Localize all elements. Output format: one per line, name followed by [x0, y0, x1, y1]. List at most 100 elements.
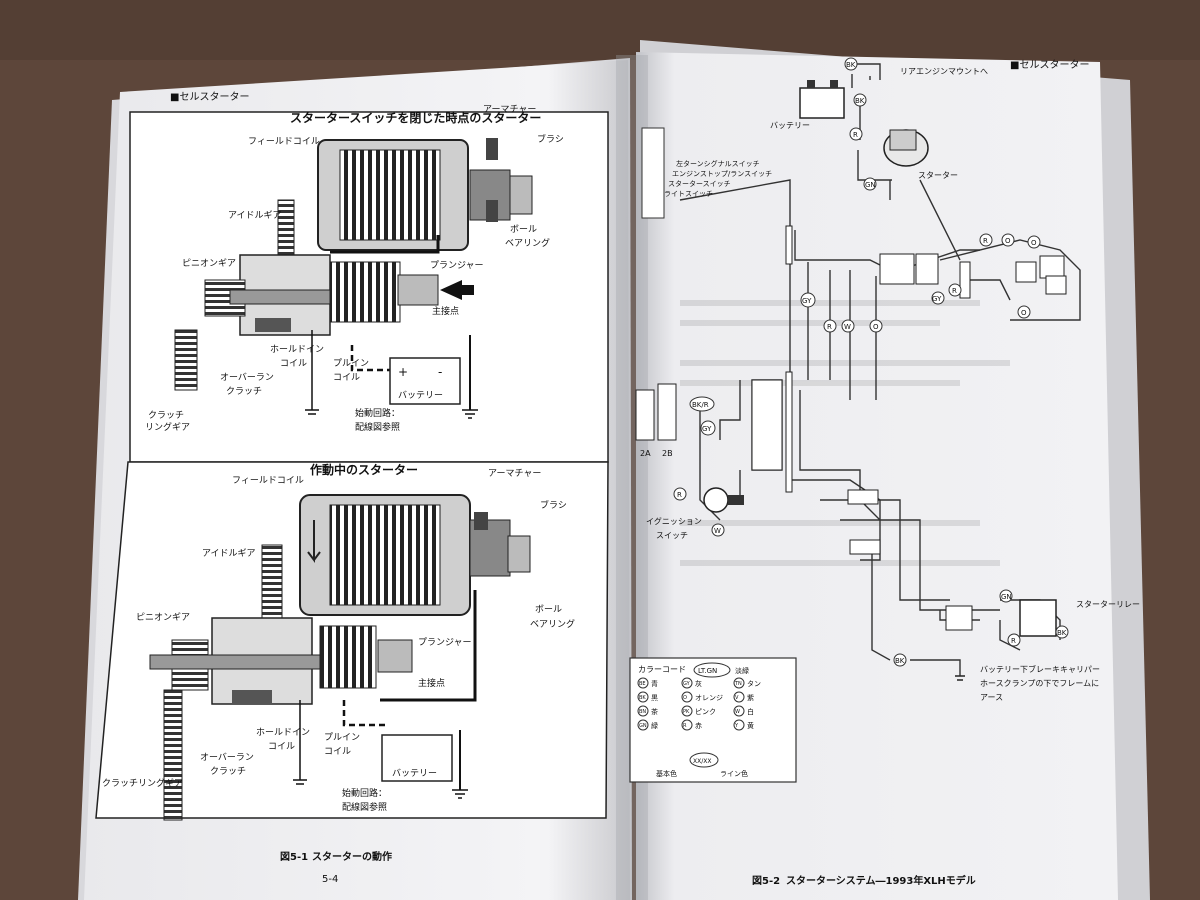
svg-text:GY: GY: [702, 425, 712, 433]
color-code-entry-code: BN: [639, 709, 646, 715]
label-circuit-1: 始動回路：: [355, 407, 400, 419]
color-code-entry-name: 緑: [651, 721, 658, 730]
left-header: ■セルスターター: [170, 91, 249, 103]
color-code-chip: [681, 677, 693, 689]
label-idle-gear: アイドルギア: [228, 210, 282, 221]
svg-text:BK: BK: [846, 61, 856, 69]
p2-label-field-coil: フィールドコイル: [232, 476, 304, 486]
svg-text:O: O: [1031, 239, 1037, 247]
color-code-example-tag: XX/XX: [693, 758, 711, 765]
color-code-chip: [681, 705, 693, 717]
label-plunger: プランジャー: [430, 260, 484, 271]
svg-text:O: O: [873, 323, 879, 331]
color-code-entry-name: オレンジ: [695, 694, 723, 702]
label-ball-1: ボール: [510, 224, 537, 235]
wiring-components: [635, 80, 1067, 681]
svg-text:-: -: [438, 365, 442, 379]
label-overrun-2: クラッチ: [226, 386, 262, 397]
starter-relay-symbol: [1019, 599, 1057, 637]
panel1-starter-illustration: + -: [174, 138, 533, 419]
label-switch-2: エンジンストップ/ランスイッチ: [672, 170, 772, 178]
color-code-entry-name: 黒: [651, 694, 658, 702]
label-hold-1: ホールドイン: [270, 344, 324, 355]
right-caption-number: 図5-2: [752, 875, 780, 887]
wiring-labels: リアエンジンマウントへ バッテリー スターター 左ターンシグナルスイッチ エンジ…: [640, 67, 1140, 702]
p2-label-brush: ブラシ: [540, 499, 567, 511]
color-code-entry-code: W: [735, 709, 740, 715]
label-ground-1: バッテリー下ブレーキキャリパー: [980, 664, 1100, 674]
label-ground-2: ホースクランプの下でフレームに: [980, 679, 1099, 688]
svg-text:O: O: [1005, 237, 1011, 245]
color-code-title: カラーコード: [638, 665, 686, 674]
label-switch-3: スタータースイッチ: [668, 179, 731, 188]
p2-label-circuit-1: 始動回路：: [342, 787, 387, 799]
left-caption: スターターの動作: [312, 850, 392, 863]
label-ground-3: アース: [980, 693, 1003, 702]
color-code-chip: [681, 691, 693, 703]
color-code-chip: [681, 719, 693, 731]
ignition-switch-symbol: [703, 487, 729, 513]
right-header: ■セルスターター: [1010, 59, 1089, 71]
svg-text:BK: BK: [1057, 629, 1067, 637]
svg-text:+: +: [398, 365, 408, 379]
p2-label-pullin-2: コイル: [324, 747, 351, 757]
svg-text:GN: GN: [1001, 593, 1012, 601]
panel1-labels: フィールドコイル アーマチャー ブラシ アイドルギア ボール ベアリング ピニオ…: [145, 104, 564, 433]
color-code-entry-name: 紫: [747, 694, 754, 702]
handlebar-switch-symbol: [641, 127, 665, 219]
svg-text:BK/R: BK/R: [692, 401, 709, 409]
label-armature: アーマチャー: [483, 104, 536, 115]
p2-label-overrun-2: クラッチ: [210, 766, 246, 777]
p2-label-main-contact: 主接点: [418, 677, 445, 689]
svg-text:R: R: [853, 131, 858, 139]
svg-text:R: R: [827, 323, 832, 331]
panel1-title: スタータースイッチを閉じた時点のスターター: [290, 110, 541, 125]
svg-text:R: R: [1011, 637, 1016, 645]
p2-label-idle-gear: アイドルギア: [202, 548, 256, 559]
battery-symbol: [799, 87, 845, 119]
color-code-entry-name: 茶: [651, 707, 658, 716]
color-code-chip: [733, 705, 745, 717]
label-wiring-starter: スターター: [918, 171, 958, 180]
label-main-contact: 主接点: [432, 305, 459, 317]
color-code-entry-code: BK: [639, 695, 646, 701]
label-switch-1: 左ターンシグナルスイッチ: [676, 159, 760, 168]
color-code-chip: [733, 719, 745, 731]
color-code-chip: [637, 705, 649, 717]
label-pullin-2: コイル: [333, 373, 360, 383]
right-caption: スターターシステム―1993年XLHモデル: [786, 874, 976, 887]
p2-label-battery: バッテリー: [392, 768, 437, 779]
color-code-chip: [637, 719, 649, 731]
color-code-entry-code: PK: [683, 709, 690, 715]
color-code-entry-code: V: [735, 695, 739, 701]
svg-text:R: R: [983, 237, 988, 245]
p2-label-circuit-2: 配線図参照: [342, 801, 387, 813]
color-code-base: 基本色: [656, 769, 677, 778]
color-code-entry-name: 青: [651, 679, 658, 688]
p2-label-armature: アーマチャー: [488, 468, 541, 479]
svg-text:BK: BK: [855, 97, 865, 105]
color-code-entry-code: GY: [683, 681, 691, 687]
color-code-entry-code: O: [683, 695, 687, 701]
label-battery: バッテリー: [398, 390, 443, 401]
wire-tags: BK BK R GN R O O GY R O GY R W O BK/R GY…: [673, 57, 1069, 667]
p2-label-hold-2: コイル: [268, 742, 295, 752]
p2-label-ball-1: ボール: [535, 604, 562, 615]
color-code-entry-name: ピンク: [695, 708, 716, 716]
color-code-entry-code: BE: [639, 681, 646, 687]
svg-text:GN: GN: [865, 181, 876, 189]
label-clutch-2: リングギア: [145, 421, 190, 433]
svg-text:R: R: [677, 491, 682, 499]
color-code-entry-code: TN: [734, 681, 742, 687]
label-clutch-1: クラッチ: [148, 410, 184, 421]
panel2-labels: フィールドコイル アーマチャー ブラシ アイドルギア ピニオンギア ボール ベア…: [102, 468, 575, 813]
label-wiring-battery: バッテリー: [770, 121, 810, 130]
p2-label-pinion-gear: ピニオンギア: [136, 612, 190, 623]
label-ignition-2: スイッチ: [656, 531, 688, 540]
svg-text:R: R: [952, 287, 957, 295]
label-field-coil: フィールドコイル: [248, 137, 320, 147]
